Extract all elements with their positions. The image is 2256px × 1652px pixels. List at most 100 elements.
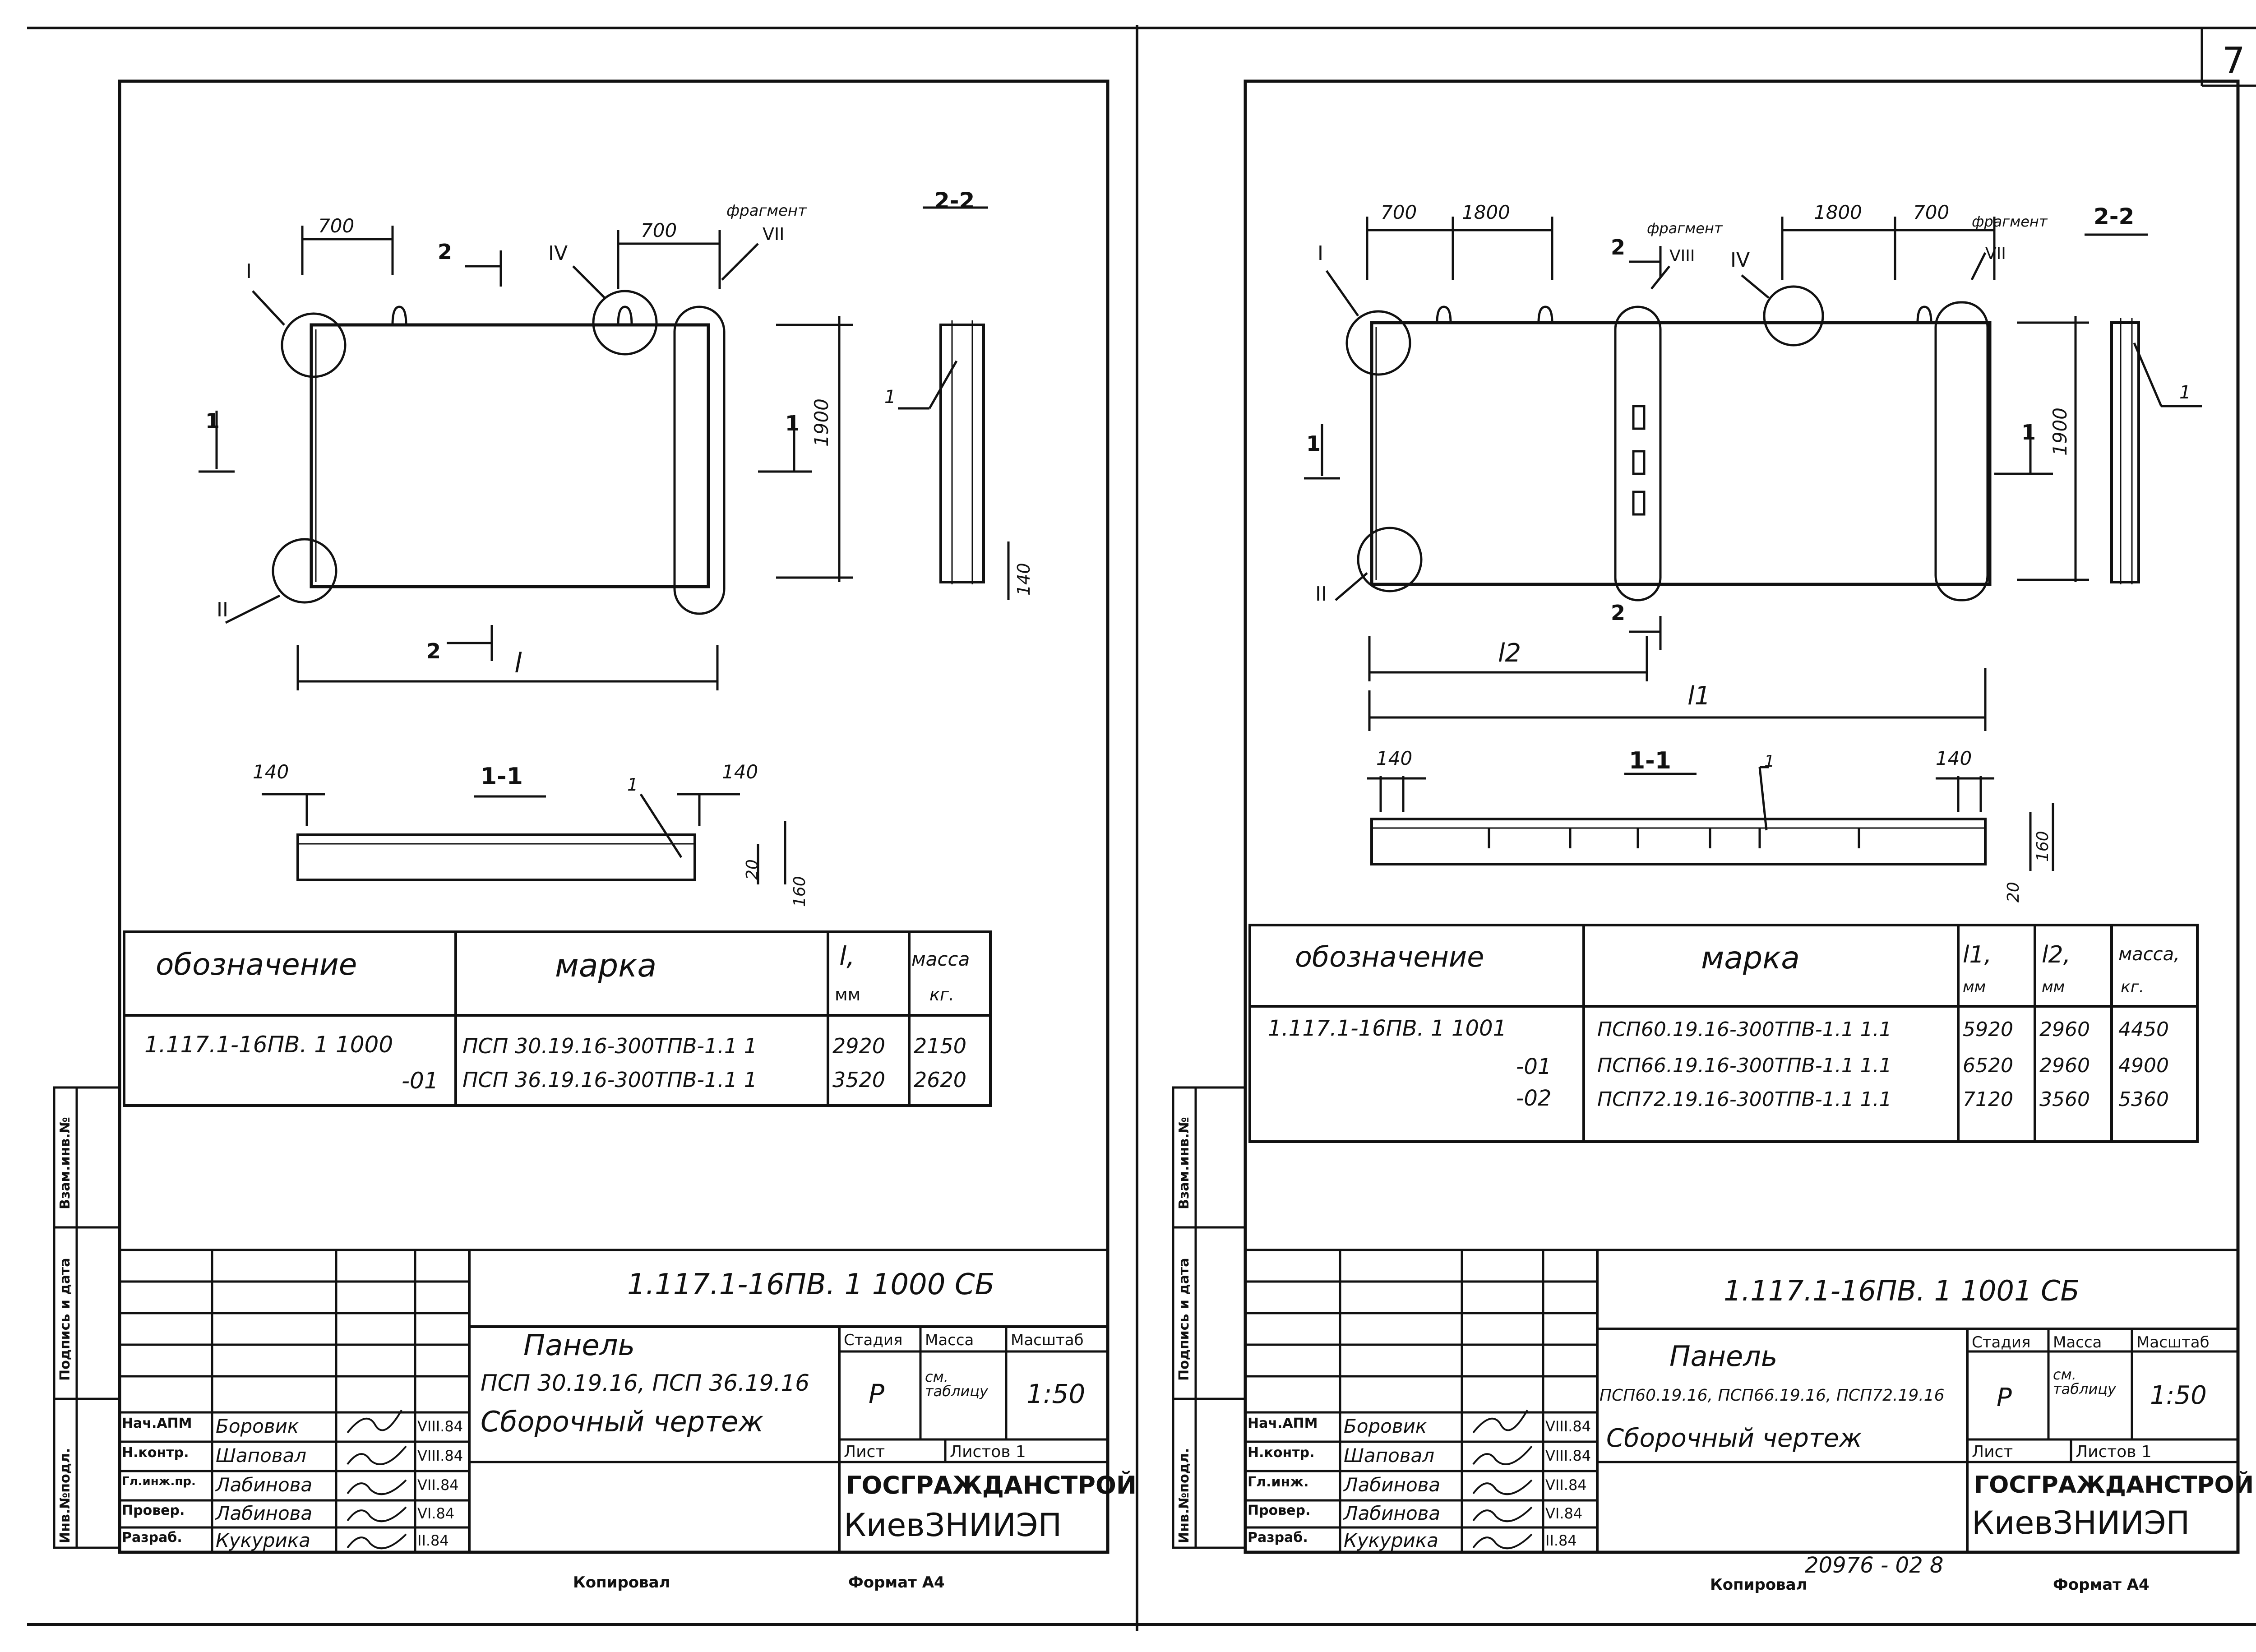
right-row3-mark: ПСП72.19.16-300ТПВ-1.1 1.1 [1597, 1088, 1892, 1111]
section-1-1-title: 1-1 [481, 763, 523, 790]
right-row2-l1: 6520 [1963, 1054, 2013, 1077]
left-row2-mass: 2620 [914, 1068, 967, 1092]
callout-I: I [246, 260, 252, 283]
right-side-label2: Подпись и дата [1176, 1258, 1192, 1381]
right-table-header-mark: марка [1701, 940, 1800, 976]
right-person1-name: Боровик [1344, 1415, 1427, 1437]
right-table-header-l1-unit: мм [1963, 978, 1986, 996]
section-mark-1a: 1 [205, 409, 220, 433]
right-stamp-stage: Р [1997, 1383, 2012, 1412]
right-stamp-scale-h: Масштаб [2136, 1333, 2210, 1351]
right-footer-number: 20976 - 02 8 [1805, 1553, 1944, 1578]
left-row1-mark: ПСП 30.19.16-300ТПВ-1.1 1 [462, 1034, 758, 1058]
r-section-mark-2a: 2 [1611, 235, 1626, 259]
left-person5-name: Кукурика [216, 1529, 310, 1551]
r-dim-700b: 700 [1913, 201, 1950, 223]
fragment-label: фрагмент [726, 202, 807, 220]
left-table-header-mass: масса [911, 948, 970, 970]
right-table-header-designation: обозначение [1295, 940, 1484, 973]
left-stamp-stage: Р [869, 1379, 884, 1409]
r-dim-1800b: 1800 [1814, 201, 1862, 223]
right-row2-mass: 4900 [2118, 1054, 2169, 1077]
r-callout-1-section: 1 [2179, 382, 2191, 403]
right-stamp-sheets: Листов 1 [2076, 1443, 2152, 1461]
r-dim-140-left: 140 [1376, 747, 1413, 769]
dim-700-b: 700 [641, 219, 677, 241]
left-table-header-designation: обозначение [156, 947, 357, 982]
right-row1-l2: 2960 [2039, 1018, 2090, 1041]
right-row2-l2: 2960 [2039, 1054, 2090, 1077]
left-stamp-title2: ПСП 30.19.16, ПСП 36.19.16 [481, 1370, 810, 1396]
left-table-header-mass-unit: кг. [929, 985, 954, 1004]
r-section-mark-2b: 2 [1611, 601, 1626, 625]
section-2-2-title: 2-2 [934, 188, 975, 214]
left-row1-l: 2920 [832, 1034, 886, 1058]
section-mark-2b: 2 [426, 639, 441, 663]
right-person2-role: Н.контр. [1248, 1445, 1315, 1461]
left-row1-designation: 1.117.1-16ПВ. 1 1000 [144, 1032, 393, 1058]
r-dim-l2: l2 [1498, 639, 1521, 668]
r-callout-I: I [1318, 242, 1323, 265]
left-row2-designation: -01 [402, 1068, 439, 1094]
left-person2-date: VIII.84 [417, 1447, 463, 1464]
callout-1-section: 1 [884, 387, 896, 407]
right-person1-date: VIII.84 [1545, 1418, 1591, 1435]
left-table-header-mark: марка [555, 947, 657, 984]
left-person2-name: Шаповал [216, 1444, 307, 1467]
right-row1-l1: 5920 [1963, 1018, 2013, 1041]
left-spec-table-grid [123, 930, 992, 1107]
right-stamp-title2: ПСП60.19.16, ПСП66.19.16, ПСП72.19.16 [1600, 1386, 1945, 1405]
left-panel-drawing [199, 206, 1010, 884]
right-person5-date: II.84 [1545, 1532, 1577, 1549]
left-person4-date: VI.84 [417, 1505, 455, 1522]
left-stamp-sheet: Лист [844, 1443, 885, 1461]
r-callout-II: II [1315, 583, 1327, 606]
left-footer-copy: Копировал [573, 1573, 670, 1592]
right-stamp-mass: см. таблицу [2053, 1366, 2116, 1397]
left-table-header-l: l, [839, 941, 855, 972]
r-fragment-b: фрагмент [1972, 213, 2048, 230]
dim-140-right: 140 [722, 761, 758, 783]
right-table-header-mass: масса, [2118, 944, 2180, 965]
r-callout-1-section11: 1 [1764, 752, 1775, 771]
right-signatures [1472, 1410, 1533, 1550]
right-stamp-scale: 1:50 [2150, 1381, 2207, 1410]
left-person4-name: Лабинова [216, 1502, 313, 1524]
callout-IV: IV [548, 242, 568, 265]
callout-II: II [217, 598, 228, 621]
right-stamp-title1: Панель [1669, 1340, 1778, 1373]
r-callout-IV: IV [1730, 249, 1750, 272]
r-dim-140-right: 140 [1936, 747, 1972, 769]
right-table-header-l1: l1, [1963, 941, 1992, 968]
right-person3-role: Гл.инж. [1248, 1474, 1309, 1490]
left-person5-role: Разраб. [122, 1530, 182, 1546]
left-stamp-code: 1.117.1-16ПВ. 1 1000 СБ [627, 1268, 995, 1301]
left-table-header-l-unit: мм [835, 985, 861, 1004]
r-dim-l1: l1 [1687, 681, 1711, 711]
section-mark-1b: 1 [785, 411, 800, 435]
left-row2-l: 3520 [832, 1068, 886, 1092]
right-stamp-mass-h: Масса [2053, 1333, 2102, 1351]
right-person4-date: VI.84 [1545, 1505, 1583, 1522]
right-person3-date: VII.84 [1545, 1476, 1587, 1494]
right-stamp-org1: ГОСГРАЖДАНСТРОЙ [1974, 1472, 2254, 1499]
right-row2-mark: ПСП66.19.16-300ТПВ-1.1 1.1 [1597, 1054, 1892, 1077]
left-stamp-org2: КиевЗНИИЭП [844, 1507, 1062, 1544]
right-row3-mass: 5360 [2118, 1088, 2169, 1111]
left-signatures [347, 1410, 407, 1550]
right-row1-designation: 1.117.1-16ПВ. 1 1001 [1268, 1016, 1507, 1041]
left-person1-date: VIII.84 [417, 1418, 463, 1435]
right-side-label3: Инв.№подл. [1176, 1448, 1192, 1543]
page-number: 7 [2222, 40, 2245, 82]
left-person3-name: Лабинова [216, 1474, 313, 1496]
right-person4-name: Лабинова [1344, 1502, 1441, 1524]
right-person5-role: Разраб. [1248, 1530, 1308, 1546]
dim-700-a: 700 [318, 215, 355, 237]
right-person3-name: Лабинова [1344, 1474, 1441, 1496]
right-row3-designation: -02 [1516, 1086, 1552, 1111]
right-person4-role: Провер. [1248, 1503, 1311, 1518]
right-person2-name: Шаповал [1344, 1444, 1435, 1467]
